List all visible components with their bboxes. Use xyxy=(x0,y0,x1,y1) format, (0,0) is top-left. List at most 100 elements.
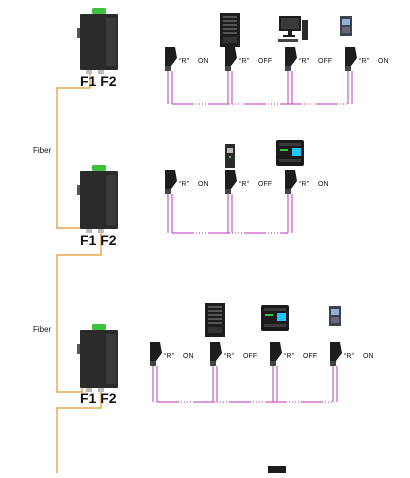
fiber-port xyxy=(98,70,104,74)
connector-cable-entry xyxy=(285,66,291,71)
plc-slim-icon xyxy=(225,144,235,168)
connector-state-label: ON xyxy=(183,353,194,360)
module-terminal xyxy=(92,165,106,171)
optical-link-module xyxy=(77,324,118,392)
plc-controller-icon xyxy=(261,305,289,331)
connector-cable-entry xyxy=(330,361,336,366)
connector-body xyxy=(225,170,237,189)
module-terminal xyxy=(92,8,106,14)
profibus-connector-icon xyxy=(270,342,282,366)
server-bay xyxy=(208,322,222,324)
profibus-line xyxy=(167,194,293,234)
plc-bottom-terminals xyxy=(264,324,286,327)
plc-slim-label xyxy=(227,148,233,153)
plc-slim-led xyxy=(229,156,231,158)
plc-controller-icon xyxy=(276,140,304,166)
fiber-label: Fiber xyxy=(33,325,52,334)
plc-status-led xyxy=(280,149,288,151)
connector-cable-entry xyxy=(165,66,171,71)
server-bay xyxy=(208,310,222,312)
connector-r-label: “R” xyxy=(359,58,370,65)
connector-state-label: OFF xyxy=(303,353,318,360)
connector-state-label: OFF xyxy=(318,58,333,65)
plc-screen xyxy=(292,148,301,156)
connector-r-label: “R” xyxy=(239,58,250,65)
profibus-connector-icon xyxy=(345,47,357,71)
profibus-line xyxy=(152,366,338,403)
port-label-f1-f2: F1 F2 xyxy=(80,73,117,89)
connector-cable-entry xyxy=(165,189,171,194)
server-tower-icon xyxy=(205,303,225,337)
drive-module-icon xyxy=(329,306,341,326)
profibus-connector-icon xyxy=(150,342,162,366)
fiber-port xyxy=(86,388,92,392)
server-bay xyxy=(208,318,222,320)
connector-body xyxy=(285,170,297,189)
connector-body xyxy=(165,47,177,66)
drive-terminals xyxy=(342,27,350,33)
monitor-base xyxy=(283,35,295,37)
server-bay xyxy=(223,24,237,26)
plc-bottom-terminals xyxy=(279,159,301,162)
monitor-stand xyxy=(288,31,292,35)
connector-cable-entry xyxy=(150,361,156,366)
connector-r-label: “R” xyxy=(299,181,310,188)
desktop-pc-icon xyxy=(278,16,308,42)
server-grill xyxy=(208,327,222,333)
connector-cable-entry xyxy=(210,361,216,366)
server-bay xyxy=(208,306,222,308)
connector-r-label: “R” xyxy=(284,353,295,360)
connector-state-label: ON xyxy=(318,181,329,188)
pc-tower xyxy=(302,20,308,40)
connector-state-label: ON xyxy=(198,58,209,65)
profibus-connector-icon xyxy=(330,342,342,366)
profibus-connector-icon xyxy=(285,170,297,194)
partial-device-icon xyxy=(268,466,286,473)
connector-cable-entry xyxy=(225,189,231,194)
connector-state-label: ON xyxy=(378,58,389,65)
connector-body xyxy=(225,47,237,66)
connector-body xyxy=(210,342,222,361)
fiber-port xyxy=(86,229,92,233)
connector-cable-entry xyxy=(285,189,291,194)
module-side xyxy=(106,334,116,384)
connector-body xyxy=(330,342,342,361)
server-bay xyxy=(208,314,222,316)
connector-body xyxy=(165,170,177,189)
fiber-line xyxy=(56,232,102,393)
server-bay xyxy=(223,20,237,22)
profibus-connector-icon xyxy=(285,47,297,71)
keyboard xyxy=(278,39,298,42)
drive-panel xyxy=(331,309,339,315)
monitor-screen xyxy=(281,18,299,29)
module-clip xyxy=(77,185,80,195)
server-bay xyxy=(223,32,237,34)
connector-cable-entry xyxy=(225,66,231,71)
connector-body xyxy=(345,47,357,66)
connector-r-label: “R” xyxy=(299,58,310,65)
optical-link-module xyxy=(77,8,118,74)
connector-r-label: “R” xyxy=(239,181,250,188)
module-side xyxy=(106,175,116,225)
server-grill xyxy=(223,37,237,43)
port-label-f1-f2: F1 F2 xyxy=(80,390,117,406)
module-side xyxy=(106,18,116,66)
server-tower-icon xyxy=(220,13,240,47)
connector-body xyxy=(150,342,162,361)
connector-state-label: ON xyxy=(198,181,209,188)
connector-state-label: OFF xyxy=(258,58,273,65)
server-bay xyxy=(223,16,237,18)
fiber-line xyxy=(56,392,102,473)
profibus-line xyxy=(167,71,353,105)
partial-device-body xyxy=(268,466,286,473)
optical-link-module xyxy=(77,165,118,233)
connector-r-label: “R” xyxy=(344,353,355,360)
plc-top-terminals xyxy=(279,143,301,146)
connector-r-label: “R” xyxy=(224,353,235,360)
plc-status-led xyxy=(265,314,273,316)
fiber-port xyxy=(98,229,104,233)
module-clip xyxy=(77,28,80,38)
profibus-connector-icon xyxy=(165,170,177,194)
